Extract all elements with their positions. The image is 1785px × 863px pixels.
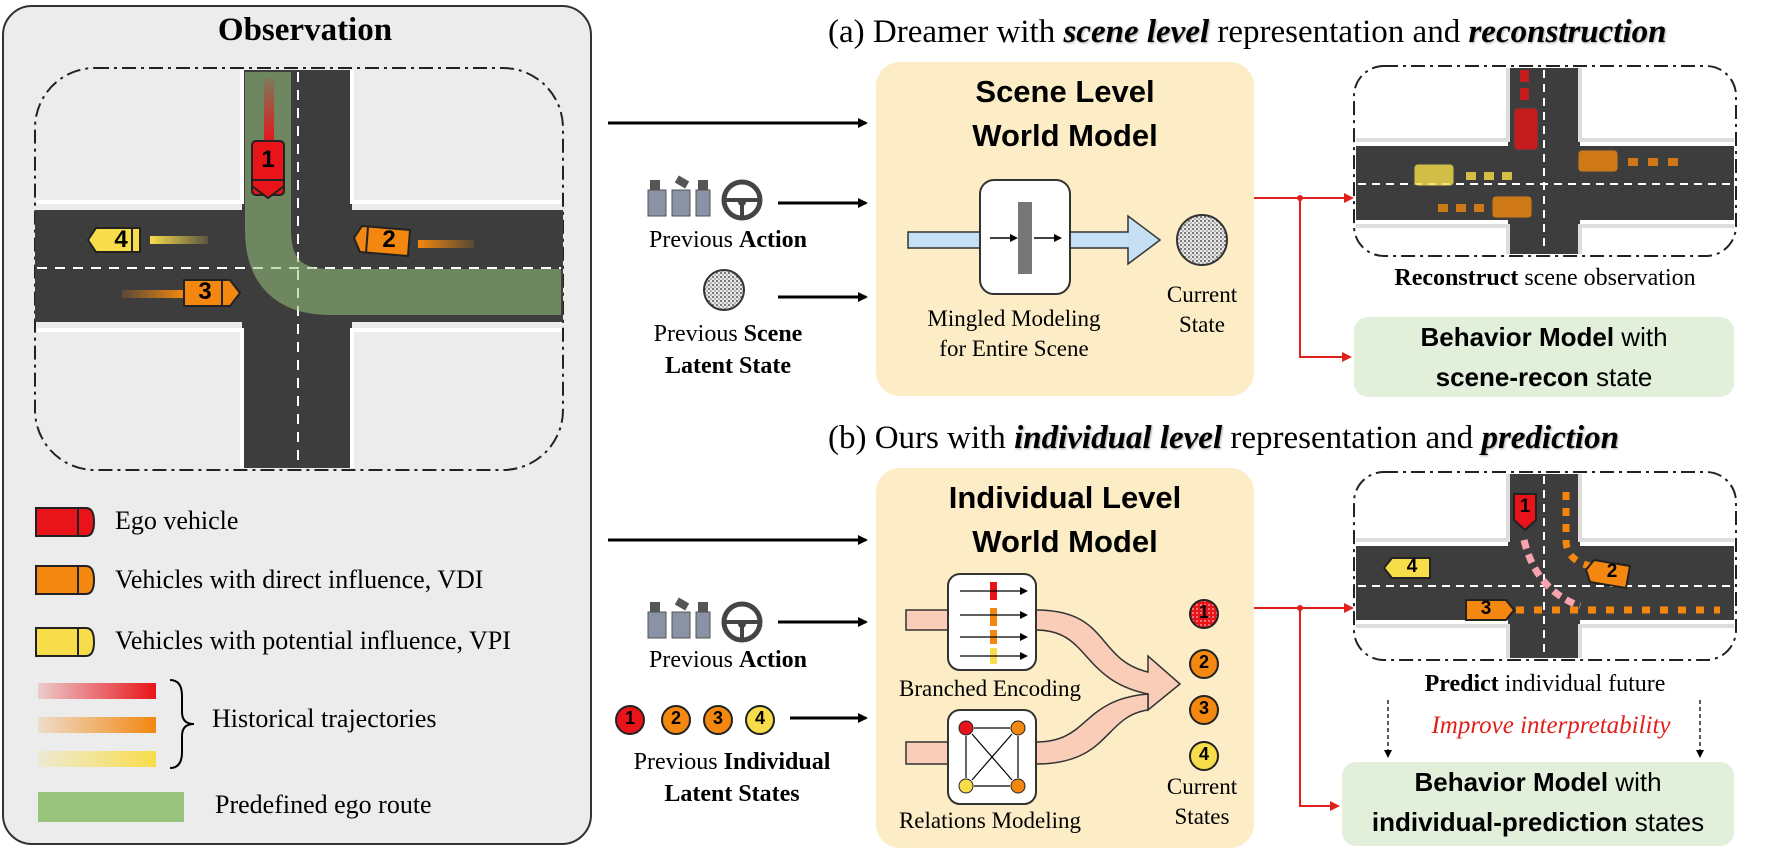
current-state-3-label: 3: [1198, 698, 1209, 718]
current-state-label: Current State: [1166, 282, 1238, 337]
legend-vdi-label: Vehicles with direct influence, VDI: [115, 565, 484, 594]
section-a-graphics: [608, 62, 1737, 396]
section-b-title: (b) Ours with individual level represent…: [828, 420, 1619, 456]
car-2-label: 2: [382, 226, 396, 253]
improve-interpretability-label: Improve interpretability: [1431, 712, 1671, 739]
car-4-label: 4: [114, 226, 128, 253]
previous-action-label: Previous Action: [649, 227, 807, 253]
behavior-model-scene-box: Behavior Model with scene-recon state: [1354, 317, 1734, 397]
previous-individual-latent-states-label: Previous Individual Latent States: [633, 749, 831, 807]
legend-historical-label: Historical trajectories: [212, 704, 437, 733]
prev-state-2-label: 2: [670, 708, 681, 728]
behavior-model-individual-box: Behavior Model with individual-predictio…: [1342, 762, 1734, 846]
previous-scene-latent-state-label: Previous Scene Latent State: [653, 321, 803, 379]
legend-vpi-label: Vehicles with potential influence, VPI: [115, 626, 511, 655]
branched-encoding-label: Branched Encoding: [898, 676, 1082, 701]
current-state-2-label: 2: [1198, 652, 1209, 672]
car-1-label: 1: [261, 146, 275, 173]
scene-latent-state-icon: [703, 269, 745, 311]
car-3-label: 3: [198, 278, 212, 305]
legend-graphics: [35, 507, 195, 822]
legend-route-label: Predefined ego route: [215, 790, 432, 819]
predict-caption: Predict individual future: [1424, 671, 1666, 697]
steering-wheel-icon: [721, 601, 763, 643]
current-state-1-label: 1: [1198, 602, 1209, 622]
observation-title: Observation: [217, 12, 393, 48]
ego-vehicle-icon: [251, 140, 285, 200]
section-a-title: (a) Dreamer with scene level representat…: [828, 14, 1667, 50]
pred-car-2-label: 2: [1606, 561, 1618, 582]
joystick-icon: [647, 597, 711, 639]
observation-intersection: [34, 67, 564, 471]
current-states-label: Current States: [1166, 774, 1238, 829]
scene-world-model-title: Scene Level World Model: [972, 74, 1158, 153]
prev-state-3-label: 3: [712, 708, 723, 728]
vdi-vehicle-icon: [183, 279, 242, 307]
section-b-graphics: [608, 468, 1737, 848]
prev-state-1-label: 1: [624, 708, 635, 728]
pred-car-1-label: 1: [1519, 496, 1531, 517]
steering-wheel-icon: [721, 179, 763, 221]
vdi-vehicle-icon: [352, 224, 412, 258]
reconstruct-caption: Reconstruct scene observation: [1394, 265, 1696, 291]
pred-car-3-label: 3: [1480, 598, 1492, 619]
relations-modeling-label: Relations Modeling: [898, 808, 1082, 833]
mingled-modeling-label: Mingled Modeling for Entire Scene: [927, 306, 1101, 361]
joystick-icon: [647, 175, 711, 217]
legend-ego-label: Ego vehicle: [115, 506, 239, 535]
vpi-vehicle-icon: [86, 227, 141, 253]
previous-action-label: Previous Action: [649, 647, 807, 673]
pred-car-4-label: 4: [1406, 556, 1418, 577]
individual-world-model-title: Individual Level World Model: [948, 480, 1182, 559]
current-state-4-label: 4: [1198, 744, 1209, 764]
prev-state-4-label: 4: [754, 708, 765, 728]
current-state-icon: [1176, 214, 1228, 266]
